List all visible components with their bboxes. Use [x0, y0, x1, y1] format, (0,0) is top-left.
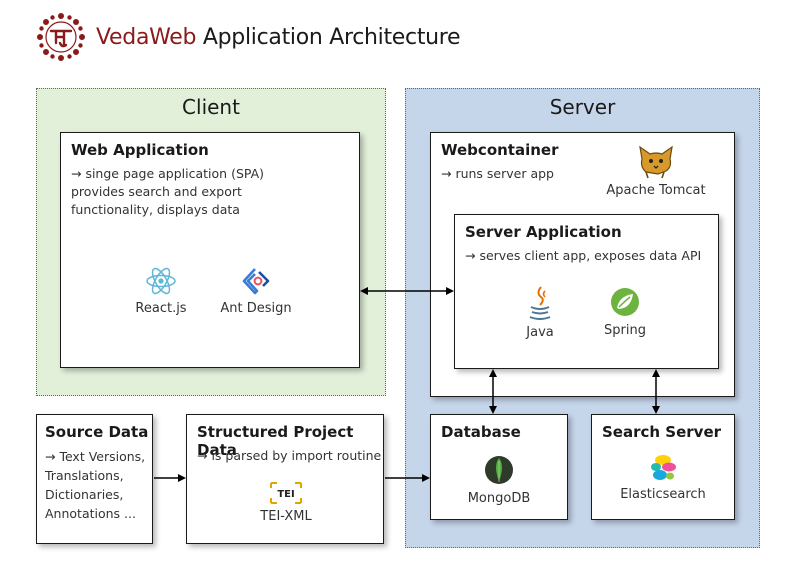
- brand-name: VedaWeb: [96, 24, 197, 50]
- ant-design-tech: Ant Design: [211, 265, 301, 316]
- react-label: React.js: [135, 301, 187, 316]
- server-application-description: → serves client app, exposes data API: [465, 248, 702, 263]
- tei-tech: TEI TEI-XML: [241, 481, 331, 524]
- source-data-title: Source Data: [45, 423, 149, 441]
- mongodb-tech: MongoDB: [445, 453, 553, 506]
- client-region-label: Client: [182, 95, 240, 119]
- spring-icon: [611, 288, 639, 316]
- mongodb-icon: [485, 456, 513, 484]
- database-box: Database MongoDB: [430, 414, 568, 520]
- server-application-title: Server Application: [465, 223, 622, 241]
- source-data-description: → Text Versions, Translations, Dictionar…: [45, 449, 146, 521]
- server-region-label: Server: [549, 95, 616, 119]
- vedaweb-logo-icon: [37, 13, 85, 61]
- search-server-box: Search Server Elasticsearch: [591, 414, 735, 520]
- web-application-description: → singe page application (SPA) provides …: [71, 166, 265, 217]
- tei-icon: TEI: [270, 482, 302, 504]
- ant-design-label: Ant Design: [220, 301, 292, 316]
- svg-text:TEI: TEI: [277, 489, 294, 500]
- server-application-box: Server Application → serves client app, …: [454, 214, 719, 369]
- source-data-box: Source Data → Text Versions, Translation…: [36, 414, 153, 544]
- webcontainer-title: Webcontainer: [441, 141, 559, 159]
- title-text: Application Architecture: [202, 24, 461, 50]
- spring-label: Spring: [604, 323, 646, 338]
- tomcat-tech: Apache Tomcat: [596, 145, 716, 198]
- structured-data-title: Structured Project Data: [197, 423, 354, 459]
- ant-design-icon: [242, 268, 270, 295]
- java-tech: Java: [515, 285, 565, 340]
- elasticsearch-icon: [651, 455, 676, 480]
- structured-data-description: → is parsed by import routine: [197, 448, 382, 463]
- react-tech: React.js: [121, 265, 201, 316]
- web-application-box: Web Application → singe page application…: [60, 132, 360, 368]
- search-server-title: Search Server: [602, 423, 722, 441]
- java-label: Java: [526, 325, 554, 340]
- page-header: VedaWeb Application Architecture: [36, 12, 461, 62]
- spring-tech: Spring: [595, 285, 655, 338]
- page-title: VedaWeb Application Architecture: [96, 24, 461, 50]
- mongodb-label: MongoDB: [467, 491, 531, 506]
- tomcat-label: Apache Tomcat: [606, 183, 706, 198]
- tomcat-icon: [639, 145, 673, 179]
- structured-data-box: Structured Project Data → is parsed by i…: [186, 414, 384, 544]
- elasticsearch-label: Elasticsearch: [620, 487, 706, 502]
- database-title: Database: [441, 423, 521, 441]
- tei-label: TEI-XML: [260, 509, 312, 524]
- webcontainer-description: → runs server app: [441, 166, 554, 181]
- java-icon: [529, 286, 551, 320]
- web-application-title: Web Application: [71, 141, 209, 159]
- react-icon: [146, 267, 176, 295]
- elasticsearch-tech: Elasticsearch: [604, 453, 722, 502]
